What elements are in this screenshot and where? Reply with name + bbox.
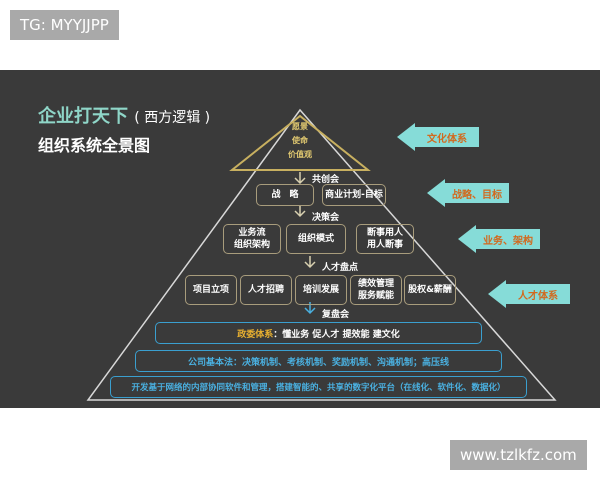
gov-label: 政委体系 bbox=[237, 329, 274, 340]
arrow-culture: 文化体系 bbox=[397, 123, 479, 151]
title: 企业打天下 ( 西方逻辑 ) bbox=[38, 106, 211, 127]
box-recruit: 人才招聘 bbox=[240, 275, 292, 305]
arrow-left-icon bbox=[488, 280, 506, 308]
box-project: 项目立项 bbox=[185, 275, 237, 305]
apex-values: 愿景使命价值观 bbox=[280, 120, 320, 162]
diagram-panel: 企业打天下 ( 西方逻辑 ) 组织系统全景图 愿景使命价值观 共创会 决策会 人… bbox=[0, 70, 600, 408]
watermark-top: TG: MYYJJPP bbox=[10, 10, 119, 40]
meeting-label: 决策会 bbox=[312, 213, 340, 223]
box-performance: 绩效管理 服务赋能 bbox=[350, 275, 402, 305]
company-law-bar: 公司基本法：决策机制、考核机制、奖励机制、沟通机制；高压线 bbox=[135, 350, 502, 372]
subtitle: 组织系统全景图 bbox=[38, 136, 151, 155]
meeting-label: 共创会 bbox=[312, 175, 340, 185]
arrow-left-icon bbox=[427, 179, 445, 207]
box-equity: 股权&薪酬 bbox=[404, 275, 456, 305]
box-business-plan: 商业计划-目标 bbox=[322, 184, 386, 206]
box-strategy: 战 略 bbox=[256, 184, 314, 206]
arrow-left-icon bbox=[458, 225, 476, 253]
apex-mission: 使命 bbox=[292, 136, 308, 145]
watermark-bottom: www.tzlkfz.com bbox=[450, 440, 587, 470]
arrow-talent: 人才体系 bbox=[488, 280, 570, 308]
box-org-structure: 业务流 组织架构 bbox=[223, 224, 281, 254]
apex-vision: 愿景 bbox=[292, 122, 308, 131]
pyramid-outline bbox=[86, 108, 557, 401]
box-decision: 断事用人 用人断事 bbox=[356, 224, 414, 254]
title-sub: ( 西方逻辑 ) bbox=[134, 110, 211, 126]
gov-system-bar: 政委体系：懂业务 促人才 提效能 建文化 bbox=[155, 322, 482, 344]
meeting-label: 复盘会 bbox=[322, 310, 350, 320]
arrow-left-icon bbox=[397, 123, 415, 151]
box-org-mode: 组织模式 bbox=[286, 224, 346, 254]
arrow-strategy: 战略、目标 bbox=[427, 179, 509, 207]
meeting-label: 人才盘点 bbox=[322, 263, 359, 273]
platform-bar: 开发基于网络的内部协同软件和管理，搭建智能的、共享的数字化平台（在线化、软件化、… bbox=[110, 376, 527, 398]
apex-values-text: 价值观 bbox=[288, 150, 312, 159]
gov-text: ：懂业务 促人才 提效能 建文化 bbox=[273, 329, 400, 340]
arrow-business: 业务、架构 bbox=[458, 225, 540, 253]
box-training: 培训发展 bbox=[295, 275, 347, 305]
